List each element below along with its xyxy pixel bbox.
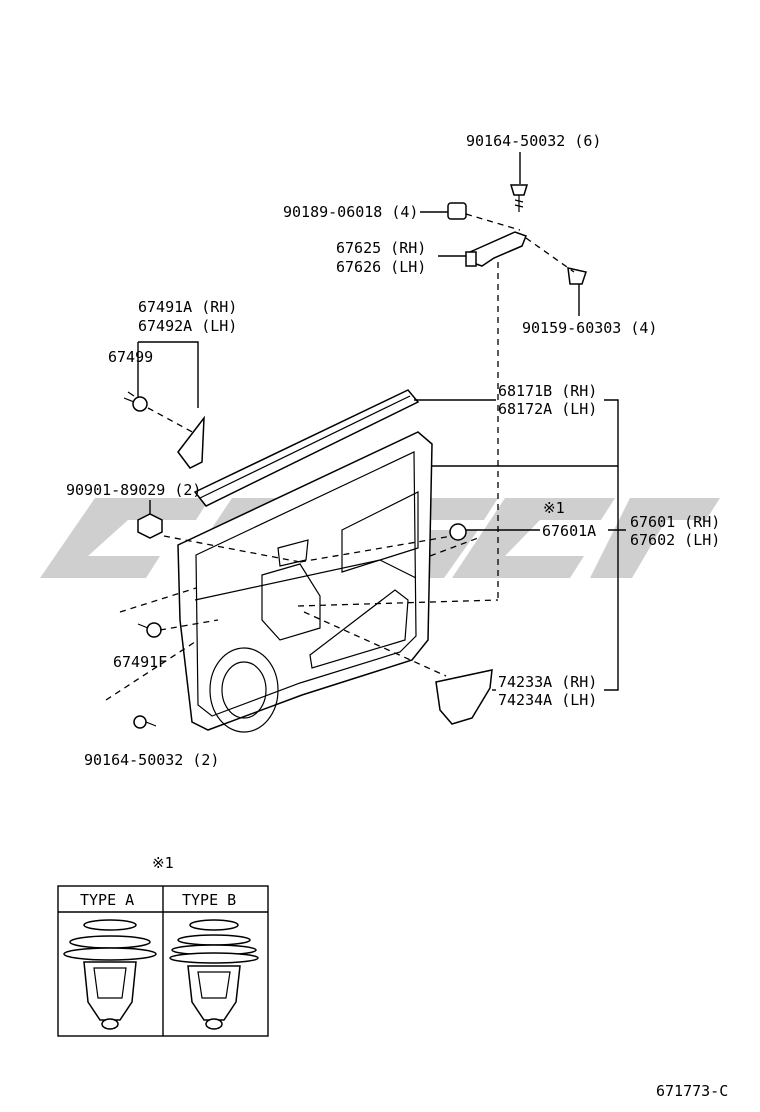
label-67491A: 67491A (RH) — [138, 298, 237, 316]
pull-handle-bracket — [465, 231, 527, 267]
label-90159: 90159-60303 (4) — [522, 319, 657, 337]
label-74234A: 74234A (LH) — [498, 691, 597, 709]
label-67601: 67601 (RH) — [630, 513, 720, 531]
fastener-clip-67499 — [123, 391, 148, 412]
label-67602: 67602 (LH) — [630, 531, 720, 549]
label-68172A: 68172A (LH) — [498, 400, 597, 418]
note-mark-1: ※1 — [543, 499, 565, 517]
fastener-screw-90159 — [567, 267, 587, 285]
clip-type-a-drawing — [63, 919, 157, 1030]
door-trim-panel — [177, 431, 433, 733]
label-90164-top: 90164-50032 (6) — [466, 132, 601, 150]
armrest-cover — [435, 669, 493, 725]
fastener-screw-bottom — [133, 715, 157, 729]
label-90164-bottom: 90164-50032 (2) — [84, 751, 219, 769]
label-67626: 67626 (LH) — [336, 258, 426, 276]
fastener-clip-90189 — [447, 202, 467, 220]
label-67601A: 67601A — [542, 522, 596, 540]
label-67625: 67625 (RH) — [336, 239, 426, 257]
clip-detail-note-mark: ※1 — [152, 854, 174, 872]
fastener-clip-67601A — [449, 523, 467, 541]
label-74233A: 74233A (RH) — [498, 673, 597, 691]
clip-type-b-drawing — [169, 919, 259, 1030]
leader-lines — [137, 152, 626, 691]
fastener-clip-67491F — [137, 622, 162, 638]
clip-type-a-label: TYPE A — [80, 891, 134, 909]
label-68171B: 68171B (RH) — [498, 382, 597, 400]
clip-type-b-label: TYPE B — [182, 891, 236, 909]
label-67491F: 67491F — [113, 653, 167, 671]
label-67499: 67499 — [108, 348, 153, 366]
fastener-clip-90901 — [137, 513, 163, 539]
label-67492A: 67492A (LH) — [138, 317, 237, 335]
guide-dashes — [105, 213, 575, 701]
clip-detail-table: ※1 TYPE A TYPE B — [57, 854, 269, 1037]
label-90189: 90189-06018 (4) — [283, 203, 418, 221]
part-labels: 90164-50032 (6) 90189-06018 (4) 67625 (R… — [66, 132, 720, 769]
corner-cover — [177, 415, 205, 469]
figure-id: 671773-C — [656, 1082, 728, 1100]
fastener-screw-top — [509, 184, 529, 212]
label-90901: 90901-89029 (2) — [66, 481, 201, 499]
door-weatherstrip — [193, 389, 420, 507]
